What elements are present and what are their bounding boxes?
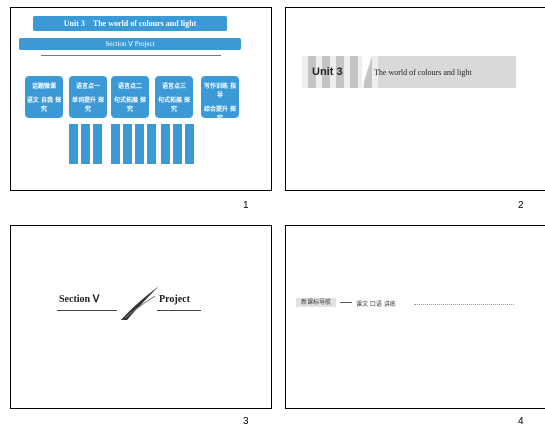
swoosh-icon	[121, 286, 159, 320]
slide-2-thumbnail[interactable]: Unit 3 The world of colours and light	[285, 7, 545, 191]
slide-number-4: 4	[518, 416, 524, 427]
sub-column	[185, 124, 194, 164]
box-point-3: 语言点三句式拓展 探究	[155, 76, 193, 118]
section-text: 课文 口语 讲练	[356, 301, 396, 308]
sub-column	[111, 124, 120, 164]
project-label: Project	[159, 294, 190, 305]
section-label: Section Ⅴ	[59, 294, 100, 305]
arrow-icon	[340, 302, 352, 303]
sub-column	[161, 124, 170, 164]
box-point-2: 语言点二句式拓展 探究	[111, 76, 149, 118]
slide-4-thumbnail[interactable]: 新课标导航 课文 口语 讲练	[285, 225, 545, 409]
sub-column	[81, 124, 90, 164]
sub-column	[93, 124, 102, 164]
slide-number-1: 1	[243, 200, 249, 211]
dotted-line	[414, 304, 514, 305]
unit-title: The world of colours and light	[374, 68, 472, 77]
unit-label: Unit 3	[312, 66, 343, 78]
box-point-1: 语言点一单词提升 探究	[69, 76, 107, 118]
title-divider	[362, 56, 372, 88]
slide-number-2: 2	[518, 200, 524, 211]
slide-3-thumbnail[interactable]: Section Ⅴ Project	[10, 225, 272, 409]
underline-left	[57, 310, 117, 311]
sub-column	[147, 124, 156, 164]
underline-right	[157, 310, 201, 311]
box-topic: 话题微课语文 自我 探究	[25, 76, 63, 118]
connector-line	[41, 55, 221, 56]
sub-column	[69, 124, 78, 164]
section-bar: Section Ⅴ Project	[19, 38, 241, 50]
sub-column	[123, 124, 132, 164]
sub-column	[135, 124, 144, 164]
section-badge: 新课标导航	[296, 298, 336, 307]
slide-number-3: 3	[243, 416, 249, 427]
box-writing: 写作训练 指导综合提升 探究	[201, 76, 239, 122]
sub-column	[173, 124, 182, 164]
